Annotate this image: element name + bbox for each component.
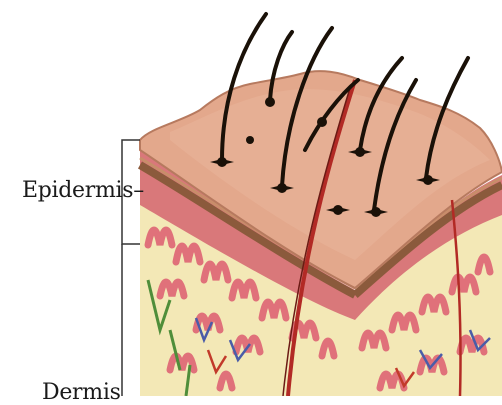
skin-cross-section-figure: Epidermis– Dermis	[0, 0, 502, 396]
dermis-label: Dermis	[42, 380, 121, 405]
epidermis-label: Epidermis–	[22, 178, 144, 203]
